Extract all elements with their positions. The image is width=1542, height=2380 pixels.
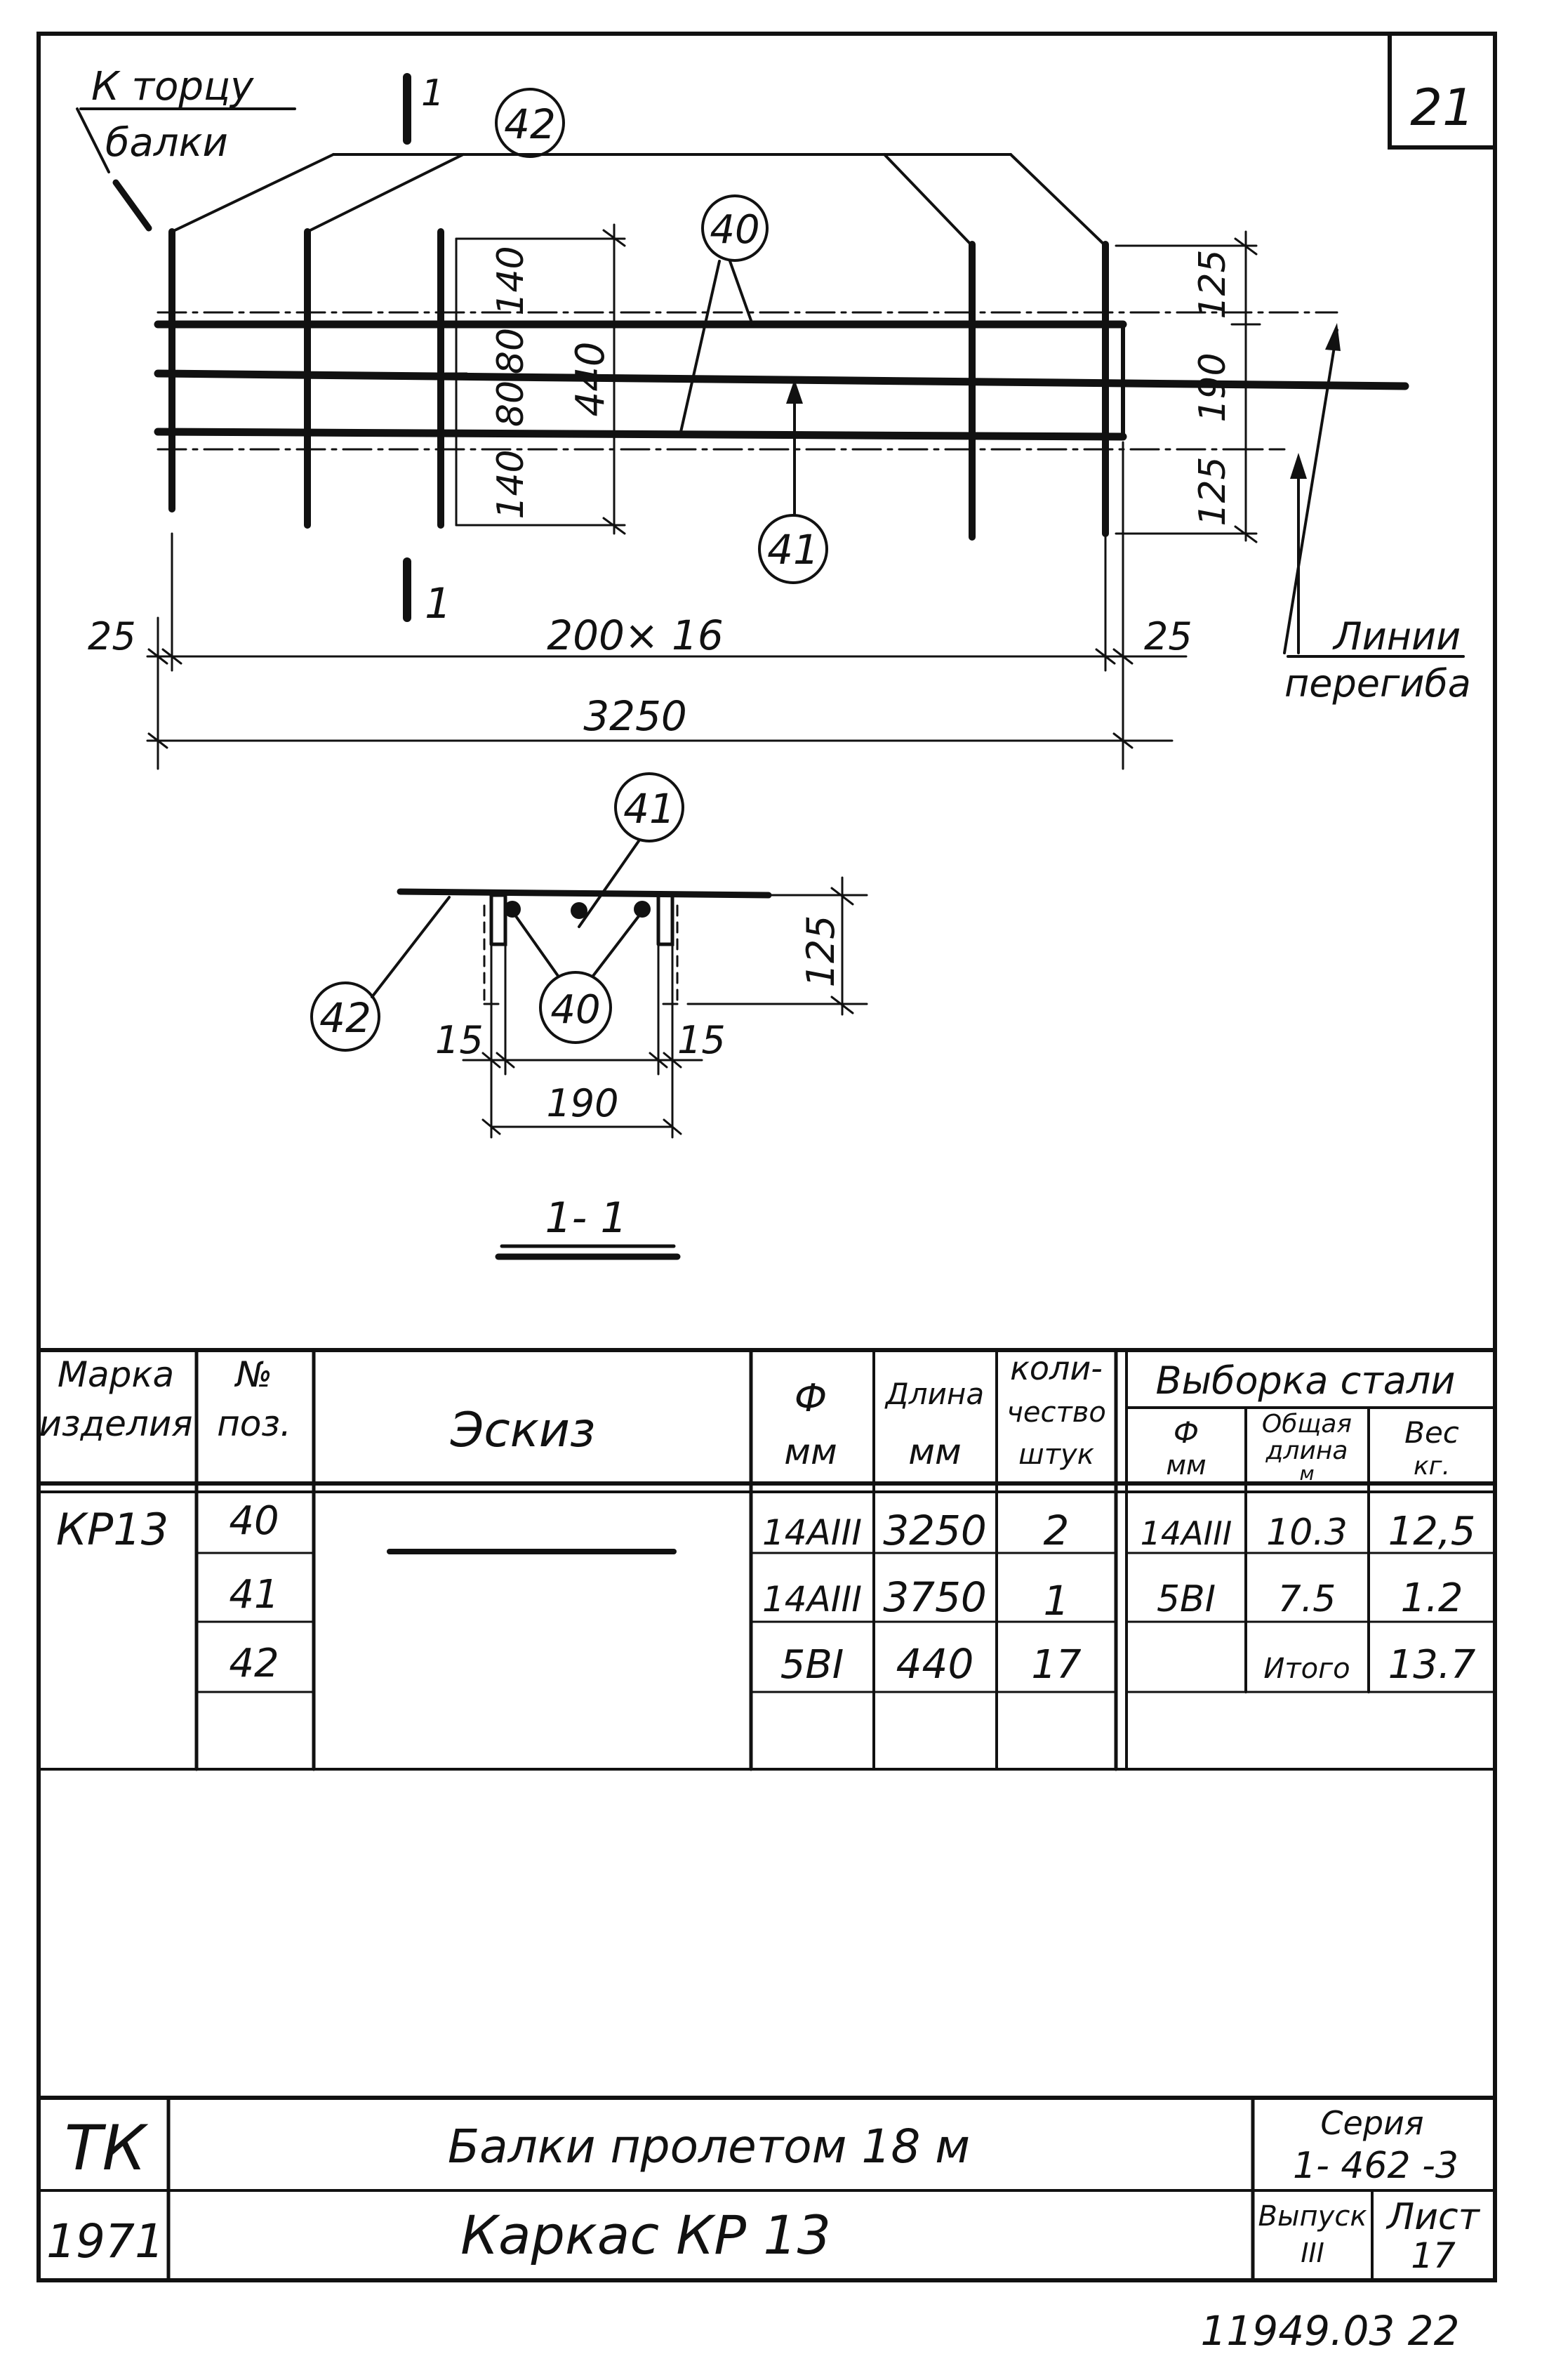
section-callout-42-label: 42 bbox=[319, 994, 371, 1042]
cell-length: 3250 bbox=[883, 1507, 987, 1554]
header-steel-total-2: длина bbox=[1265, 1436, 1348, 1465]
cell-pos: 41 bbox=[229, 1572, 279, 1618]
cell-steel-weight: 1.2 bbox=[1400, 1575, 1463, 1621]
section-callout-41-label: 41 bbox=[623, 785, 675, 833]
cell-length: 440 bbox=[896, 1640, 974, 1688]
callout-40-label: 40 bbox=[710, 207, 759, 253]
year: 1971 bbox=[46, 2214, 164, 2268]
dim-80-top: 80 bbox=[490, 328, 532, 374]
header-steel-total-3: м bbox=[1299, 1462, 1314, 1485]
header-qty: коли- bbox=[1010, 1349, 1103, 1387]
dim-25-right: 25 bbox=[1144, 614, 1192, 659]
header-steel-weight-2: кг. bbox=[1414, 1452, 1450, 1481]
cell-steel-total: 10.3 bbox=[1266, 1512, 1348, 1554]
dim-125-top: 125 bbox=[1192, 249, 1234, 319]
dim-140-top: 140 bbox=[490, 246, 532, 315]
header-length: Длина bbox=[884, 1377, 984, 1411]
callout-41-label: 41 bbox=[767, 526, 819, 574]
sheet-frame bbox=[36, 32, 1497, 2282]
header-sketch: Эскиз bbox=[450, 1403, 595, 1458]
section-dim-15-left: 15 bbox=[435, 1018, 484, 1062]
section-callout-40-label: 40 bbox=[550, 987, 600, 1033]
header-qty-3: штук bbox=[1018, 1439, 1094, 1471]
header-steel-diam: Ф bbox=[1174, 1415, 1199, 1450]
header-pos-2: поз. bbox=[217, 1403, 291, 1444]
header-steel-group: Выборка стали bbox=[1155, 1358, 1455, 1403]
header-steel-weight: Вес bbox=[1404, 1415, 1459, 1450]
dim-440: 440 bbox=[568, 342, 613, 417]
dim-80-bottom: 80 bbox=[490, 381, 532, 427]
bend-lines-label: Линии bbox=[1332, 614, 1461, 659]
dim-spacing: 200× 16 bbox=[547, 611, 724, 659]
cell-mark: КР13 bbox=[56, 1504, 168, 1555]
to-beam-end-label: К торцу bbox=[91, 64, 254, 110]
header-diam-2: мм bbox=[784, 1432, 837, 1472]
section-mark-top: 1 bbox=[421, 72, 444, 114]
callout-42-label: 42 bbox=[504, 100, 556, 148]
bend-lines-label-2: перегиба bbox=[1284, 661, 1471, 706]
sheet-value: 17 bbox=[1411, 2235, 1456, 2276]
title-block: ТК 1971 Балки пролетом 18 м Каркас КР 13… bbox=[36, 2096, 1497, 2282]
cell-qty: 1 bbox=[1044, 1577, 1070, 1625]
section-callout-42 bbox=[310, 981, 380, 1052]
cage-elevation: К торцу балки 1 1 42 40 bbox=[76, 64, 1471, 770]
dim-total: 3250 bbox=[583, 692, 687, 740]
title-line-2: Каркас КР 13 bbox=[460, 2204, 831, 2266]
issue-label: Выпуск bbox=[1258, 2200, 1367, 2233]
cell-qty: 2 bbox=[1044, 1507, 1070, 1554]
cell-diam: 14АIII bbox=[762, 1512, 862, 1553]
series-value: 1- 462 -3 bbox=[1293, 2145, 1458, 2187]
header-steel-total: Общая bbox=[1262, 1410, 1352, 1439]
callout-40 bbox=[701, 194, 769, 262]
cell-steel-total: Итого bbox=[1263, 1653, 1350, 1685]
dim-125-bottom: 125 bbox=[1192, 456, 1234, 526]
header-diam: Ф bbox=[795, 1376, 828, 1420]
series-label: Серия bbox=[1320, 2104, 1423, 2142]
header-steel-diam-2: мм bbox=[1166, 1450, 1206, 1481]
title-line-1: Балки пролетом 18 м bbox=[448, 2120, 970, 2174]
section-callout-41 bbox=[614, 772, 684, 842]
cell-diam: 14АIII bbox=[762, 1579, 862, 1620]
dim-140-bottom: 140 bbox=[490, 449, 532, 519]
cell-steel-total: 7.5 bbox=[1278, 1578, 1336, 1620]
archive-number: 11949.03 22 bbox=[1201, 2307, 1460, 2355]
dim-190: 190 bbox=[1192, 352, 1234, 422]
cell-qty: 17 bbox=[1031, 1642, 1082, 1688]
section-title: 1- 1 bbox=[545, 1194, 627, 1243]
header-mark-2: изделия bbox=[39, 1403, 193, 1444]
cell-length: 3750 bbox=[883, 1573, 987, 1621]
header-pos: № bbox=[234, 1354, 272, 1395]
cell-steel-diam: 5ВI bbox=[1157, 1578, 1216, 1620]
sheet-label: Лист bbox=[1385, 2196, 1480, 2238]
specification-table: Марка изделия № поз. Эскиз Ф мм Длина мм… bbox=[36, 1348, 1497, 1771]
dim-25-left: 25 bbox=[88, 614, 136, 659]
callout-42 bbox=[495, 88, 565, 158]
cell-steel-weight: 13.7 bbox=[1388, 1642, 1476, 1688]
cell-steel-weight: 12,5 bbox=[1388, 1509, 1476, 1554]
header-mark: Марка bbox=[58, 1354, 174, 1395]
header-qty-2: чество bbox=[1006, 1396, 1106, 1429]
sheet-number: 21 bbox=[1410, 78, 1475, 137]
org-code: ТК bbox=[65, 2112, 149, 2184]
header-length-2: мм bbox=[908, 1432, 961, 1472]
cell-steel-diam: 14АIII bbox=[1141, 1514, 1232, 1552]
section-dim-15-right: 15 bbox=[677, 1018, 726, 1062]
issue-value: III bbox=[1301, 2237, 1324, 2268]
cell-pos: 40 bbox=[229, 1498, 279, 1544]
sheet-number-box bbox=[1388, 32, 1497, 150]
to-beam-end-label-2: балки bbox=[105, 120, 228, 166]
cell-pos: 42 bbox=[229, 1641, 279, 1686]
section-dim-190: 190 bbox=[546, 1081, 618, 1125]
cell-diam: 5ВI bbox=[780, 1642, 844, 1688]
section-mark-bottom: 1 bbox=[425, 579, 451, 628]
section-callout-40 bbox=[539, 971, 612, 1044]
section-1-1: 41 40 42 125 15 bbox=[310, 772, 868, 1260]
section-dim-125: 125 bbox=[799, 915, 843, 987]
